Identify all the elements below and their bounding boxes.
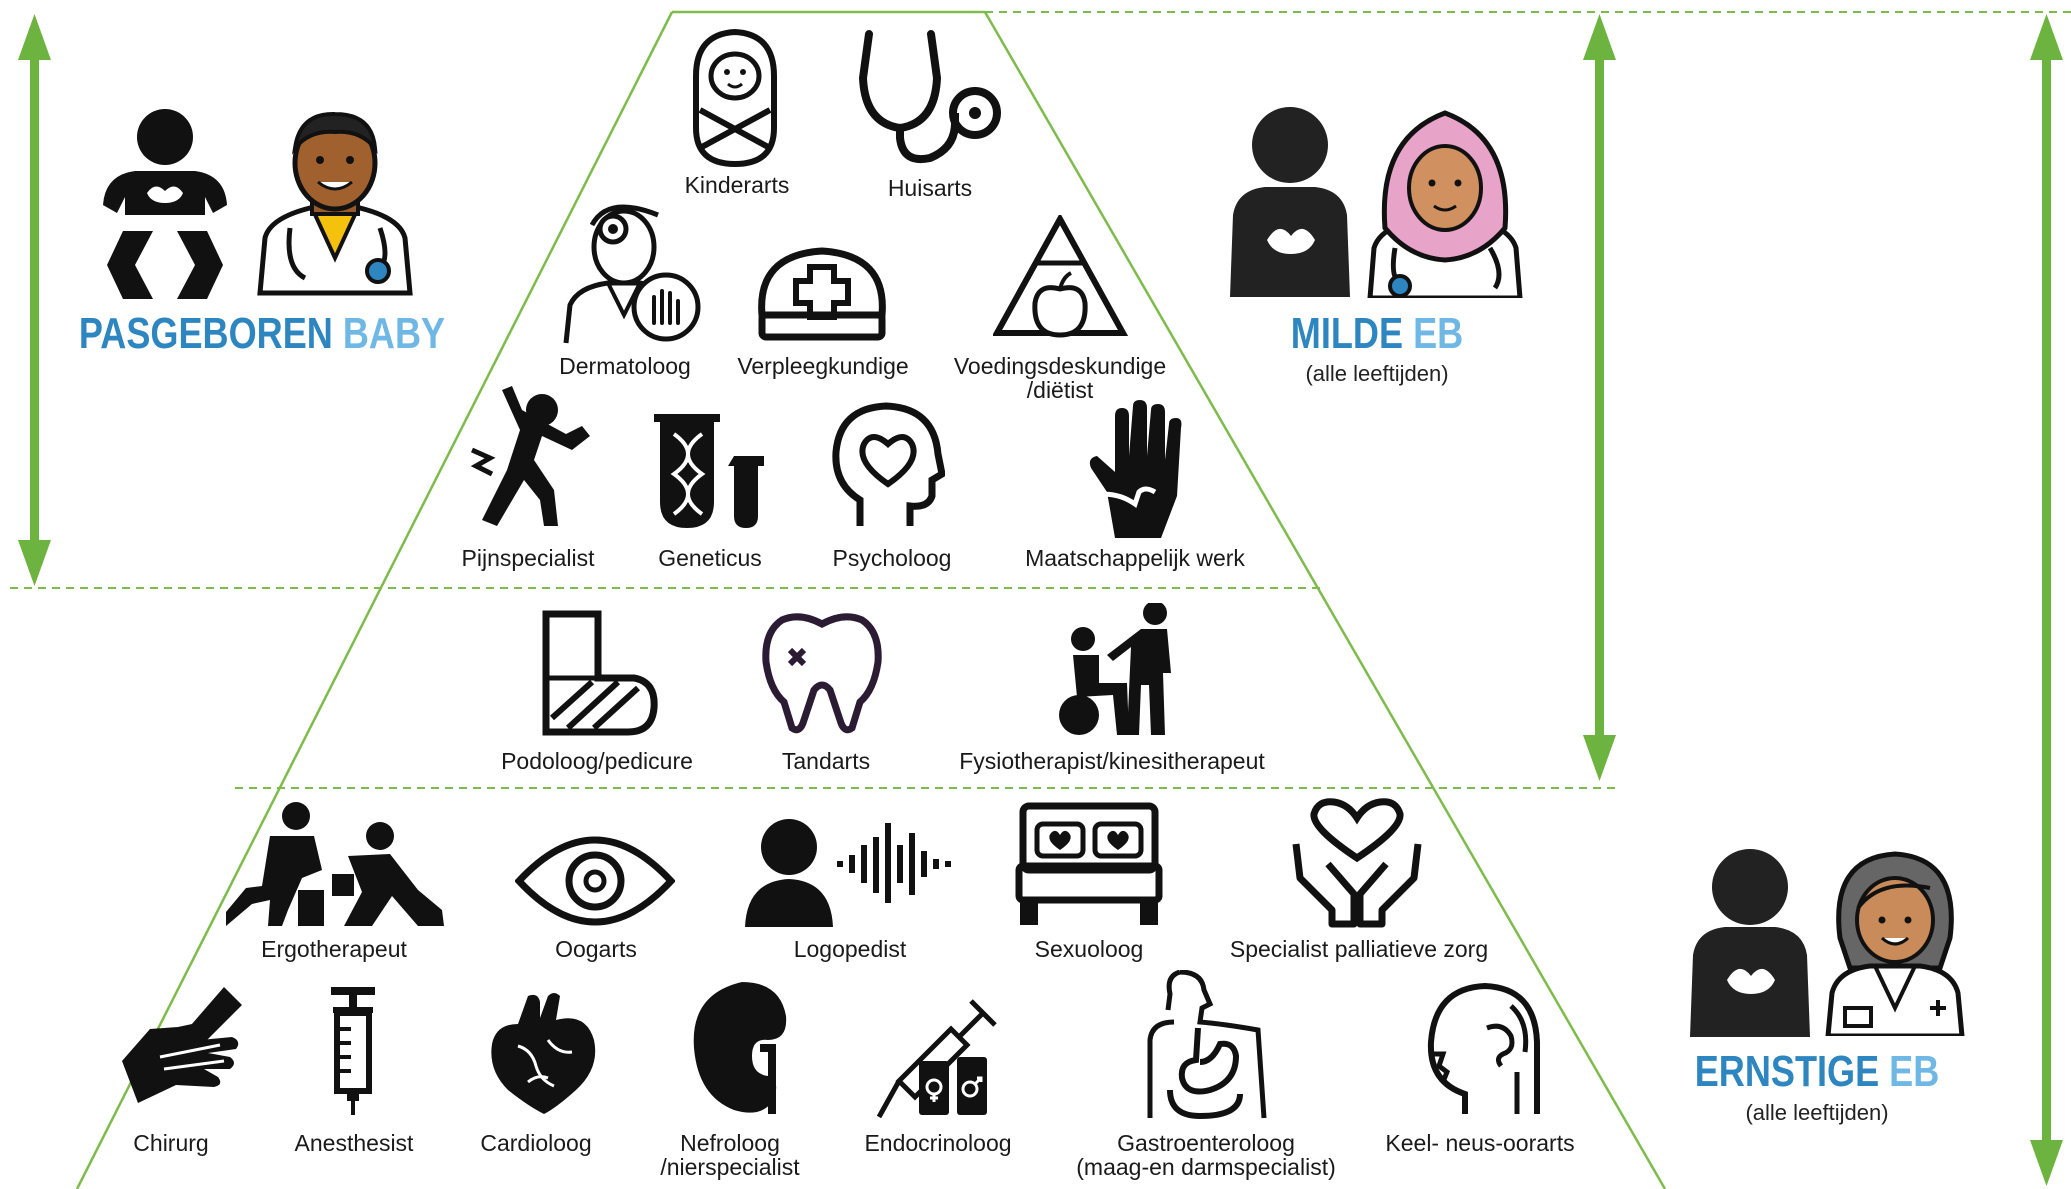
mild-title: MILDE EB (1290, 309, 1464, 358)
label-voedingsdeskundige: Voedingsdeskundige (953, 353, 1167, 379)
kidney-icon (693, 982, 787, 1114)
dermatologist-icon (563, 204, 701, 344)
eye-icon (515, 836, 675, 926)
person-icon (1690, 849, 1810, 1037)
label-geneticus: Geneticus (658, 545, 762, 571)
label-cardioloog: Cardioloog (480, 1130, 592, 1156)
female-doctor-hijab-icon (1367, 110, 1523, 298)
label-keel-neus-oorarts: Keel- neus-oorarts (1385, 1130, 1575, 1156)
hands-heart-icon (1292, 798, 1422, 928)
label-verpleegkundige: Verpleegkundige (737, 353, 909, 379)
foot-icon (542, 610, 658, 736)
physiotherapy-icon (1059, 603, 1171, 735)
bed-hearts-icon (1015, 802, 1163, 925)
female-doctor-icon (1825, 851, 1965, 1036)
baby-icon (103, 109, 227, 299)
speech-icon (745, 819, 951, 927)
label-sexuoloog: Sexuoloog (1034, 936, 1144, 962)
newborn-range-arrow (18, 14, 51, 586)
label-chirurg: Chirurg (133, 1130, 209, 1156)
pyramid-left-edge (75, 11, 674, 1189)
syringe-icon (331, 987, 375, 1115)
scalpel-hand-icon (122, 987, 242, 1103)
label-maatschappelijk-werk: Maatschappelijk werk (1025, 545, 1245, 571)
occupational-therapy-icon (226, 802, 444, 926)
label-gastroenteroloog-line2: (maag-en darmspecialist) (1076, 1154, 1336, 1180)
label-gastroenteroloog: Gastroenteroloog (1117, 1130, 1295, 1156)
hormone-vials-icon (876, 999, 997, 1119)
label-endocrinoloog: Endocrinoloog (864, 1130, 1012, 1156)
label-voedingsdeskundige-line2: /diëtist (1026, 377, 1094, 403)
nurse-cap-icon (758, 247, 886, 341)
heart-organ-icon (491, 993, 596, 1114)
person-icon (1230, 107, 1350, 297)
ent-head-icon (1427, 982, 1540, 1114)
label-oogarts: Oogarts (555, 936, 637, 962)
label-nefroloog-line2: /nierspecialist (660, 1154, 800, 1180)
label-tandarts: Tandarts (781, 748, 871, 774)
dna-test-tube-icon (654, 414, 764, 528)
label-ergotherapeut: Ergotherapeut (261, 936, 407, 962)
label-pijnspecialist: Pijnspecialist (461, 545, 595, 571)
pyramid-right-edge (983, 11, 1667, 1189)
label-dermatoloog: Dermatoloog (559, 353, 691, 379)
helping-hand-icon (1089, 400, 1182, 538)
stethoscope-icon (858, 30, 1001, 163)
label-anesthesist: Anesthesist (294, 1130, 414, 1156)
label-palliatieve-zorg: Specialist palliatieve zorg (1229, 936, 1489, 962)
mild-range-arrow (1583, 14, 1616, 781)
label-logopedist: Logopedist (793, 936, 907, 962)
label-podoloog: Podoloog/pedicure (501, 748, 693, 774)
label-fysiotherapist: Fysiotherapist/kinesitherapeut (959, 748, 1265, 774)
label-kinderarts: Kinderarts (684, 172, 790, 198)
head-heart-icon (832, 402, 945, 526)
pain-icon (470, 386, 590, 526)
swaddled-baby-icon (693, 28, 777, 168)
mild-subtitle: (alle leeftijden) (1305, 361, 1449, 386)
severe-subtitle: (alle leeftijden) (1745, 1100, 1889, 1125)
male-doctor-icon (257, 111, 413, 296)
food-pyramid-icon (993, 215, 1128, 338)
label-psycholoog: Psycholoog (832, 545, 952, 571)
severe-title: ERNSTIGE EB (1694, 1047, 1940, 1096)
label-huisarts: Huisarts (887, 175, 973, 201)
tooth-icon (762, 613, 882, 734)
severe-range-arrow (2030, 14, 2063, 1186)
newborn-title: PASGEBOREN BABY (78, 309, 446, 358)
label-nefroloog: Nefroloog (680, 1130, 780, 1156)
digestive-system-icon (1147, 970, 1267, 1120)
